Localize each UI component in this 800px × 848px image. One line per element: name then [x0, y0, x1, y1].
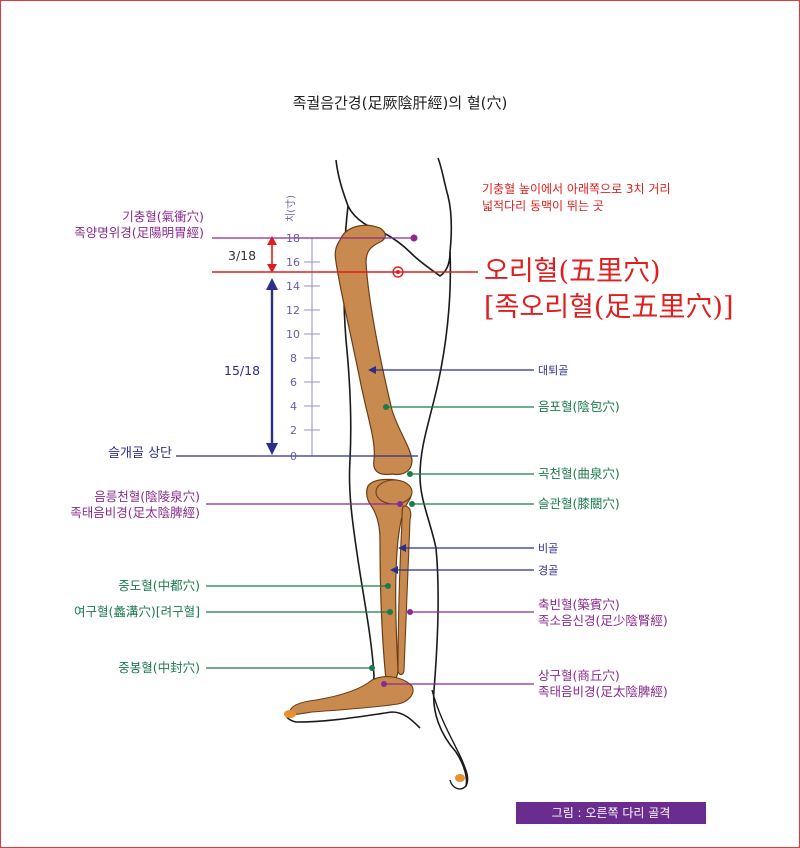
eumneung-meridian: 족태음비경(足太陰脾經) [70, 505, 200, 520]
femur-label: 대퇴골 [538, 364, 569, 377]
tick-18: 18 [286, 232, 300, 245]
femur-bone [334, 224, 413, 476]
upper-ratio-label: 3/18 [228, 248, 257, 263]
ratio-arrows [266, 236, 278, 455]
leader-lines [176, 237, 534, 685]
leg-outline-front [285, 205, 421, 729]
acupoint-dots [369, 234, 418, 687]
tibia-label: 경골 [538, 564, 559, 577]
tick-14: 14 [286, 280, 300, 293]
chukbin-label: 축빈혈(築賓穴) 족소음신경(足少陰腎經) [538, 597, 668, 629]
fibula-label: 비골 [538, 542, 559, 555]
sanggu-label: 상구혈(商丘穴) 족태음비경(足太陰脾經) [538, 668, 668, 700]
foot-outline [431, 689, 469, 790]
yeogu-label: 여구혈(蠡溝穴)[려구혈] [73, 604, 200, 619]
gichung-name: 기충혈(氣衝穴) [122, 209, 204, 224]
tick-2: 2 [290, 424, 297, 437]
tick-6: 6 [290, 376, 297, 389]
leg-outline [335, 157, 453, 277]
tick-4: 4 [290, 400, 297, 413]
jungdo-label: 중도혈(中都穴) [118, 578, 200, 593]
gichung-meridian: 족양명위경(足陽明胃經) [74, 225, 204, 240]
eumneung-name: 음릉천혈(陰陵泉穴) [94, 489, 200, 504]
pointer-arrowheads [368, 366, 406, 574]
sanggu-meridian: 족태음비경(足太陰脾經) [538, 684, 668, 699]
foot-bones [289, 676, 414, 715]
tick-8: 8 [290, 352, 297, 365]
toe-bone [284, 710, 296, 718]
note-line-1: 기충혈 높이에서 아래쪽으로 3치 거리 [482, 182, 671, 196]
location-note: 기충혈 높이에서 아래쪽으로 3치 거리 넓적다리 동맥이 뛰는 곳 [482, 181, 671, 215]
main-acupoint-name: 오리혈(五里穴) [484, 256, 661, 287]
jungbong-label: 중봉혈(中封穴) [118, 660, 200, 675]
page-title: 족궐음간경(足厥陰肝經)의 혈(穴) [292, 94, 508, 112]
tick-16: 16 [286, 256, 300, 269]
measurement-scale [304, 237, 320, 457]
eumneung-label: 음릉천혈(陰陵泉穴) 족태음비경(足太陰脾經) [70, 489, 200, 521]
patella-top-label: 슬개골 상단 [108, 446, 172, 461]
eumpo-label: 음포혈(陰包穴) [538, 399, 620, 414]
scale-unit-label: 치(寸) [286, 194, 297, 222]
gichung-label: 기충혈(氣衝穴) 족양명위경(足陽明胃經) [74, 209, 204, 241]
figure-caption: 그림 : 오른쪽 다리 골격 [516, 802, 706, 824]
chukbin-name: 축빈혈(築賓穴) [538, 597, 620, 612]
chukbin-meridian: 족소음신경(足少陰腎經) [538, 613, 668, 628]
main-acupoint-alt-name: [족오리혈(足五里穴)] [484, 292, 734, 323]
leg-outline-rear [419, 251, 468, 787]
sanggu-name: 상구혈(商丘穴) [538, 668, 620, 683]
tick-12: 12 [286, 304, 300, 317]
seulgwan-label: 슬관혈(膝關穴) [538, 496, 620, 511]
heel-toe-bone [455, 774, 465, 782]
gokcheon-label: 곡천혈(曲泉穴) [538, 466, 620, 481]
main-acupoint-label: 오리혈(五里穴) [족오리혈(足五里穴)] [484, 254, 734, 326]
tick-0: 0 [290, 450, 297, 463]
fibula-bone [397, 505, 412, 676]
tick-10: 10 [286, 328, 300, 341]
note-line-2: 넓적다리 동맥이 뛰는 곳 [482, 199, 604, 213]
lower-ratio-label: 15/18 [224, 363, 261, 378]
patella-bone [375, 479, 413, 505]
